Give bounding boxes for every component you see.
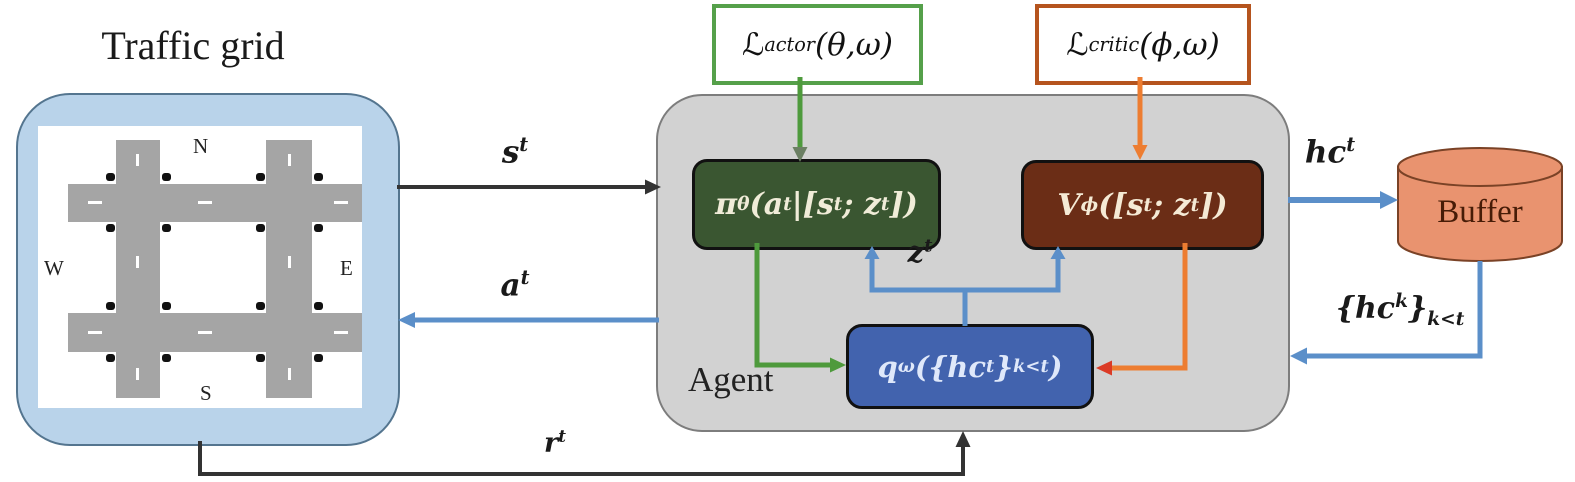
vehicle-dot bbox=[106, 173, 115, 181]
traffic-grid-map: N W E S bbox=[38, 126, 362, 408]
hidden-context-label: hct bbox=[1304, 133, 1356, 171]
state-label: st bbox=[501, 133, 529, 171]
lane-mark bbox=[334, 201, 348, 204]
compass-east: E bbox=[340, 256, 353, 280]
lane-mark bbox=[136, 368, 139, 380]
compass-south: S bbox=[200, 381, 212, 405]
lane-mark bbox=[88, 331, 102, 334]
vehicle-dot bbox=[314, 173, 323, 181]
lane-mark bbox=[88, 201, 102, 204]
agent-label: Agent bbox=[688, 360, 774, 399]
lane-mark bbox=[288, 368, 291, 380]
lane-mark bbox=[288, 154, 291, 166]
vehicle-dot bbox=[162, 224, 171, 232]
hidden-context-arrow bbox=[1288, 191, 1398, 209]
vehicle-dot bbox=[256, 224, 265, 232]
road-horizontal-1 bbox=[68, 184, 362, 222]
road-vertical-2 bbox=[266, 140, 312, 398]
latent-label: zt bbox=[907, 235, 933, 269]
road-vertical-1 bbox=[116, 140, 160, 398]
lane-mark bbox=[334, 331, 348, 334]
compass-west: W bbox=[44, 256, 64, 280]
lane-mark bbox=[136, 256, 139, 268]
vehicle-dot bbox=[256, 354, 265, 362]
reward-label: rt bbox=[544, 426, 566, 459]
vehicle-dot bbox=[162, 302, 171, 310]
lane-mark bbox=[198, 201, 212, 204]
road-horizontal-2 bbox=[68, 313, 362, 352]
vehicle-dot bbox=[106, 354, 115, 362]
compass-north: N bbox=[193, 134, 209, 158]
vehicle-dot bbox=[314, 302, 323, 310]
vehicle-dot bbox=[162, 173, 171, 181]
vehicle-dot bbox=[106, 224, 115, 232]
vehicle-dot bbox=[162, 354, 171, 362]
hidden-context-history-label: {hck}k<t bbox=[1335, 291, 1465, 330]
buffer-cylinder: Buffer bbox=[1396, 146, 1564, 264]
action-arrow bbox=[398, 312, 659, 328]
vehicle-dot bbox=[256, 302, 265, 310]
lane-mark bbox=[136, 154, 139, 166]
cylinder-icon bbox=[1397, 147, 1563, 262]
vehicle-dot bbox=[256, 173, 265, 181]
lane-mark bbox=[198, 331, 212, 334]
vehicle-dot bbox=[106, 302, 115, 310]
lane-mark bbox=[288, 256, 291, 268]
state-arrow bbox=[397, 179, 661, 195]
traffic-grid-title: Traffic grid bbox=[101, 23, 285, 68]
vehicle-dot bbox=[314, 224, 323, 232]
action-label: at bbox=[500, 266, 530, 304]
buffer-label: Buffer bbox=[1437, 194, 1523, 230]
vehicle-dot bbox=[314, 354, 323, 362]
